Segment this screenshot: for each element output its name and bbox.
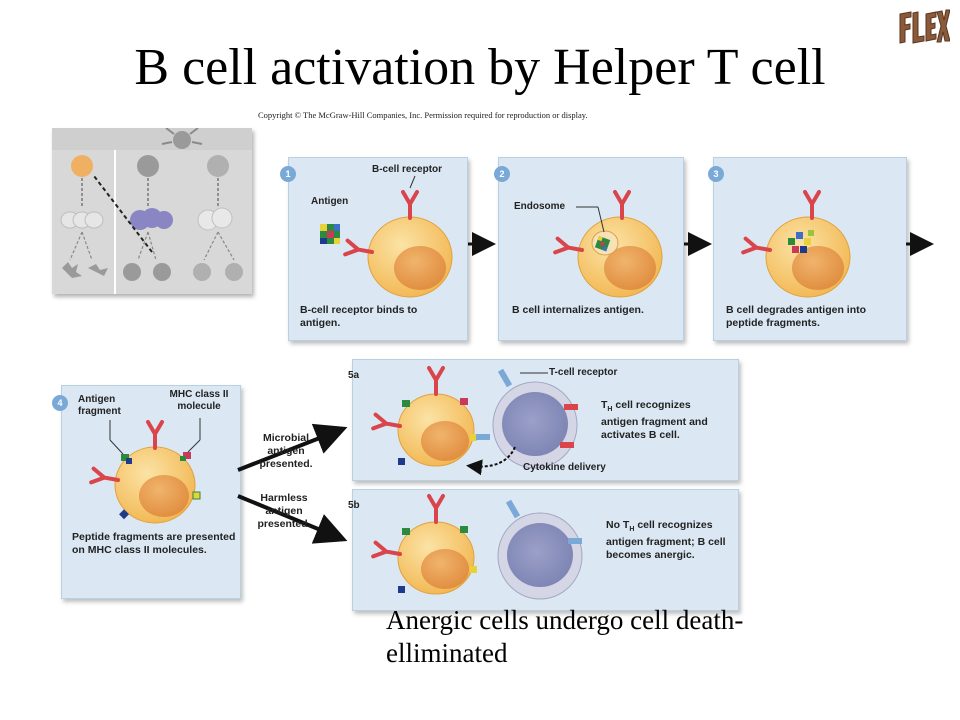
step-5a-b-cell (371, 366, 477, 467)
copyright-notice: Copyright © The McGraw-Hill Companies, I… (258, 110, 588, 120)
harmless-antigen-label: Harmless antigen presented. (257, 492, 311, 530)
step-5b-b-cell (371, 494, 477, 595)
step-1-b-cell (343, 190, 453, 298)
step-5b-caption-sub: H (629, 526, 635, 534)
peptide-fragments-icon (788, 230, 814, 253)
mhc-class-ii-label: MHC class II molecule (169, 389, 229, 412)
overview-thumbnail (52, 122, 252, 294)
step-5a-caption-main: cell recognizes antigen fragment and act… (601, 399, 708, 442)
page-title: B cell activation by Helper T cell (134, 39, 826, 96)
step-4-caption: Peptide fragments are presented on MHC c… (72, 531, 236, 556)
step-2-caption: B cell internalizes antigen. (512, 304, 644, 316)
antigen-label: Antigen (311, 196, 349, 207)
step-5a-t-cell (476, 368, 578, 469)
step-1-antigen-icon (320, 224, 340, 244)
step-4-badge: 4 (52, 395, 68, 411)
flex-logo (899, 9, 950, 44)
step-3-badge: 3 (708, 166, 724, 182)
step-5a-badge: 5a (348, 370, 360, 381)
step-1-badge: 1 (280, 166, 296, 182)
step-2-b-cell (553, 190, 663, 298)
step-3-caption: B cell degrades antigen into peptide fra… (726, 304, 867, 329)
step-5b-caption-prefix: No T (606, 519, 630, 531)
step-2-badge: 2 (494, 166, 510, 182)
cytokine-delivery-label: Cytokine delivery (523, 462, 606, 473)
step-4-b-cell (89, 420, 201, 524)
endosome-label: Endosome (514, 201, 566, 212)
mhc-fragment-icon (121, 454, 132, 464)
step-1-caption: B-cell receptor binds to antigen. (300, 304, 418, 329)
step-5b-caption-main: cell recognizes antigen fragment; B cell… (606, 519, 726, 562)
step-5b-t-cell (497, 499, 583, 600)
antigen-fragment-label: Antigen fragment (78, 394, 121, 417)
t-cell-receptor-label: T-cell receptor (549, 367, 618, 378)
step-5b-badge: 5b (348, 500, 360, 511)
microbial-antigen-label: Microbial antigen presented. (259, 432, 313, 470)
step-5a-caption-prefix: T (601, 399, 608, 411)
step-5a-caption-sub: H (607, 406, 613, 414)
b-cell-receptor-label: B-cell receptor (372, 164, 443, 175)
step-5b-caption: No TH cell recognizes antigen fragment; … (606, 519, 731, 562)
step-3-b-cell (741, 190, 851, 298)
footer-note: Anergic cells undergo cell death- ellimi… (386, 605, 744, 668)
step-5a-caption: TH cell recognizes antigen fragment and … (601, 399, 726, 442)
